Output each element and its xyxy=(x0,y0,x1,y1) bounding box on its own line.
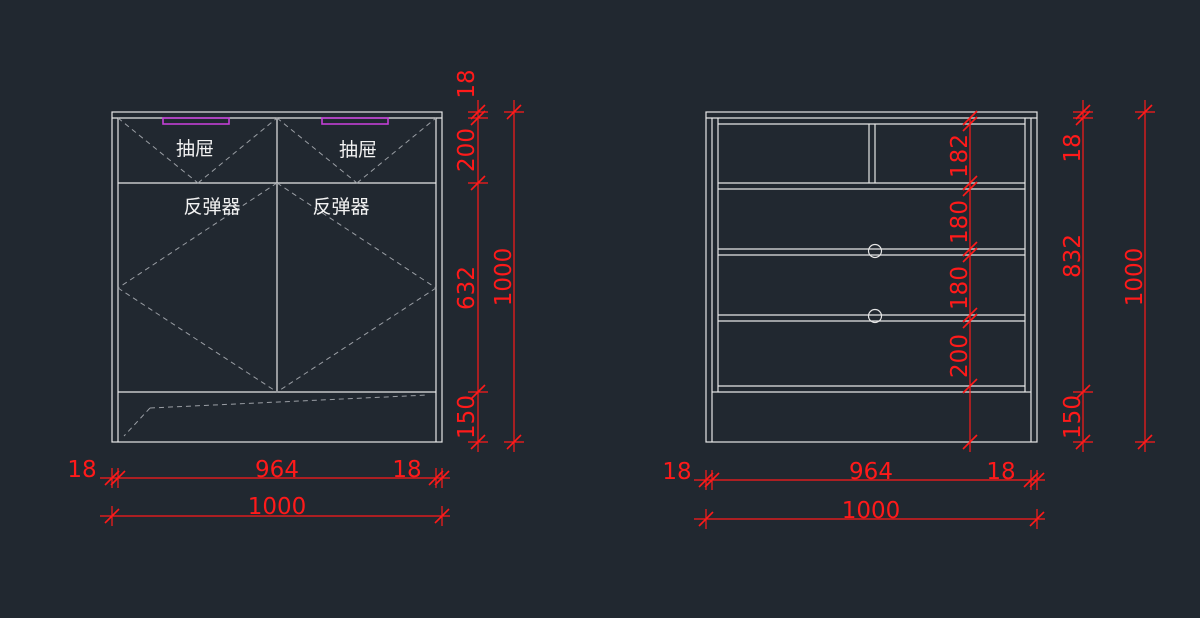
rebounder-label-left: 反弹器 xyxy=(183,196,240,218)
right-cabinet-section xyxy=(705,111,1038,443)
dim-right-side-right-18: 18 xyxy=(986,459,1015,485)
dim-left-side-right-18: 18 xyxy=(392,457,421,483)
dim-right-total-height-1000: 1000 xyxy=(1122,248,1148,307)
dim-left-top-18: 18 xyxy=(454,69,480,98)
base-dashes xyxy=(123,394,429,437)
dim-right-200: 200 xyxy=(947,334,973,378)
dim-right-base-150: 150 xyxy=(1060,395,1086,439)
dim-right-182: 182 xyxy=(947,134,973,178)
right-horizontal-dimensions: 18 964 18 1000 xyxy=(662,459,1045,529)
left-horizontal-dimensions: 18 964 18 1000 xyxy=(67,457,450,526)
right-outer-vertical-dimensions: 18 832 150 1000 xyxy=(1060,100,1155,452)
left-cabinet-elevation: 抽屉 抽屉 反弹器 反弹器 xyxy=(111,111,443,443)
drawer-label-right: 抽屉 xyxy=(339,139,377,161)
right-inner-vertical-dimensions: 182 180 180 200 xyxy=(947,110,978,452)
left-cabinet-outline xyxy=(111,111,443,443)
dim-left-total-1000: 1000 xyxy=(248,494,307,520)
dim-left-side-18: 18 xyxy=(67,457,96,483)
drawer-handle-right xyxy=(321,117,389,125)
door-opening-dashes xyxy=(117,182,437,393)
dim-right-side-18: 18 xyxy=(662,459,691,485)
knob-1 xyxy=(867,243,883,259)
dim-left-drawer-200: 200 xyxy=(454,128,480,172)
rebounder-label-right: 反弹器 xyxy=(312,196,369,218)
left-vertical-dimensions: 18 200 632 150 1000 xyxy=(454,69,524,452)
knob-2 xyxy=(867,308,883,324)
drawer-handle-left xyxy=(162,117,230,125)
dim-right-top-18: 18 xyxy=(1060,133,1086,162)
dim-right-inner-964: 964 xyxy=(849,459,893,485)
dim-left-door-632: 632 xyxy=(454,266,480,310)
dim-left-total-height-1000: 1000 xyxy=(491,248,517,307)
drawer-label-left: 抽屉 xyxy=(176,138,214,160)
dim-right-180-a: 180 xyxy=(947,200,973,244)
right-cabinet-outline xyxy=(705,111,1038,443)
dim-right-body-832: 832 xyxy=(1060,234,1086,278)
drawer-opening-dashes xyxy=(117,117,437,184)
dim-left-inner-964: 964 xyxy=(255,457,299,483)
dim-left-base-150: 150 xyxy=(454,395,480,439)
dim-right-180-b: 180 xyxy=(947,266,973,310)
dim-right-total-1000: 1000 xyxy=(842,498,901,524)
